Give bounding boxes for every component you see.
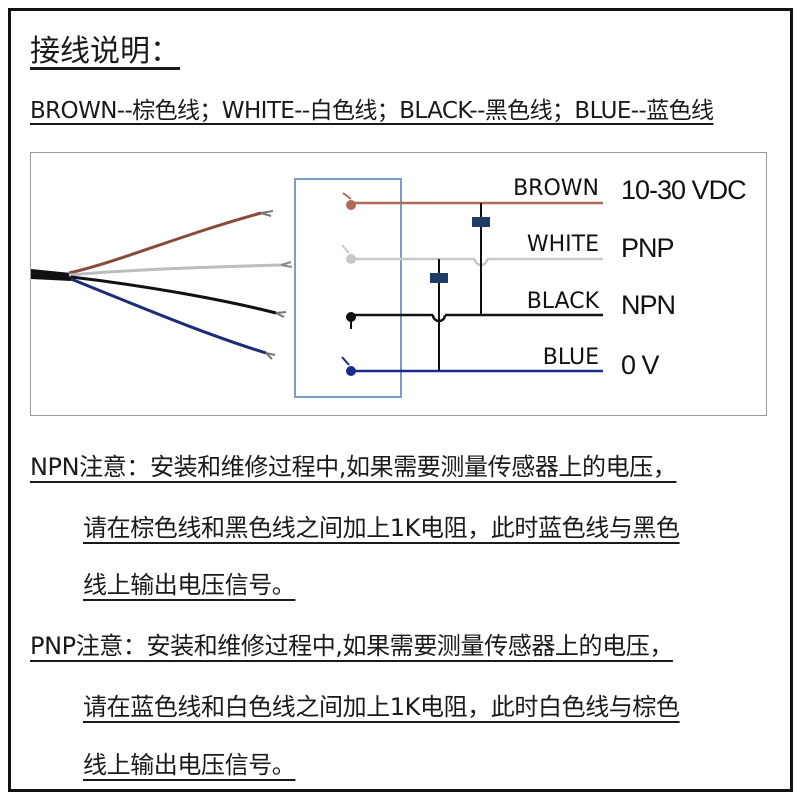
cable-wire-black	[70, 275, 277, 315]
label-blue: BLUE	[543, 345, 599, 370]
label-npn: NPN	[621, 290, 675, 320]
cable-wire-white	[68, 263, 282, 277]
npn-note-line-2: 请在棕色线和黑色线之间加上1K电阻，此时蓝色线与黑色	[83, 514, 680, 542]
sensor-outline-box	[294, 178, 402, 398]
pnp-note-line-3: 线上输出电压信号。	[83, 751, 296, 779]
wire-line-white	[341, 244, 603, 267]
cable-wire-blue	[70, 277, 267, 355]
page-frame	[8, 8, 793, 792]
npn-note-line-1: NPN注意：安装和维修过程中,如果需要测量传感器上的电压，	[30, 453, 677, 481]
label-black: BLACK	[527, 289, 600, 314]
npn-note-line-3: 线上输出电压信号。	[83, 571, 296, 599]
cable-wire-brown	[68, 211, 262, 275]
pnp-note-line-1: PNP注意：安装和维修过程中,如果需要测量传感器上的电压，	[30, 632, 673, 660]
cable-illustration	[31, 210, 293, 360]
label-supply-voltage: 10-30 VDC	[621, 175, 746, 205]
label-pnp: PNP	[621, 233, 674, 263]
label-white: WHITE	[527, 232, 599, 257]
wiring-diagram-svg: BROWN WHITE BLACK BLUE 10-30 VDC PNP NPN…	[31, 175, 747, 398]
capacitor-white-blue	[430, 259, 448, 371]
wire-line-black	[346, 312, 603, 329]
page-title: 接线说明：	[30, 34, 180, 69]
label-zero-volt: 0 V	[621, 350, 660, 380]
wire-color-legend: BROWN--棕色线；WHITE--白色线；BLACK--黑色线；BLUE--蓝…	[30, 98, 714, 124]
cable-sheath	[31, 269, 71, 281]
wire-line-brown	[342, 192, 603, 210]
wiring-diagram: BROWN WHITE BLACK BLUE 10-30 VDC PNP NPN…	[30, 152, 767, 416]
pnp-note-line-2: 请在蓝色线和白色线之间加上1K电阻，此时白色线与棕色	[83, 693, 680, 721]
label-brown: BROWN	[513, 176, 599, 201]
capacitor-brown-black	[472, 203, 490, 315]
wire-line-blue	[341, 356, 603, 376]
